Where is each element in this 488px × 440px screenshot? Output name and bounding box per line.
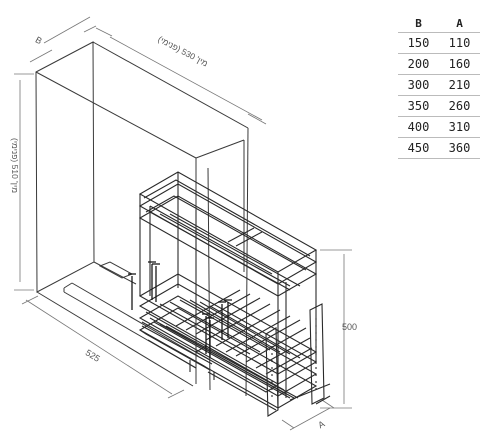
size-a-cell: 360 (439, 137, 480, 159)
mounting-screws (128, 261, 232, 358)
size-b-cell: 400 (398, 116, 439, 138)
table-row: 450 360 (398, 137, 480, 159)
size-table-header-a: A (439, 14, 480, 33)
table-row: 200 160 (398, 53, 480, 75)
size-table: B A 150 110 200 160 300 210 350 260 400 … (398, 14, 480, 159)
table-row: 400 310 (398, 116, 480, 138)
size-b-cell: 150 (398, 32, 439, 54)
dimension-label-width: 525 (84, 347, 102, 363)
table-row: 300 210 (398, 74, 480, 96)
basket-top-tier (138, 171, 318, 297)
dimension-label-basket-height: 500 (342, 322, 357, 332)
size-b-cell: 200 (398, 53, 439, 75)
size-table-header-b: B (398, 14, 439, 33)
size-a-cell: 110 (439, 32, 480, 54)
size-table-header-row: B A (398, 14, 480, 33)
dimension-lines (14, 16, 352, 431)
dimension-label-depth: מין' 530 (פנימי) (156, 34, 209, 69)
mounting-brackets (265, 303, 331, 417)
table-row: 150 110 (398, 32, 480, 54)
size-b-cell: 300 (398, 74, 439, 96)
basket-bottom-tier (138, 273, 318, 409)
pull-out-runners (139, 329, 278, 411)
dimension-label-b: B (34, 35, 44, 47)
size-a-cell: 260 (439, 95, 480, 117)
dimension-label-a: A (316, 419, 326, 431)
table-row: 350 260 (398, 95, 480, 117)
dimension-label-inner-height: מין' 510 (פנימי) (10, 138, 20, 193)
size-a-cell: 310 (439, 116, 480, 138)
size-b-cell: 350 (398, 95, 439, 117)
size-a-cell: 210 (439, 74, 480, 96)
size-a-cell: 160 (439, 53, 480, 75)
size-b-cell: 450 (398, 137, 439, 159)
